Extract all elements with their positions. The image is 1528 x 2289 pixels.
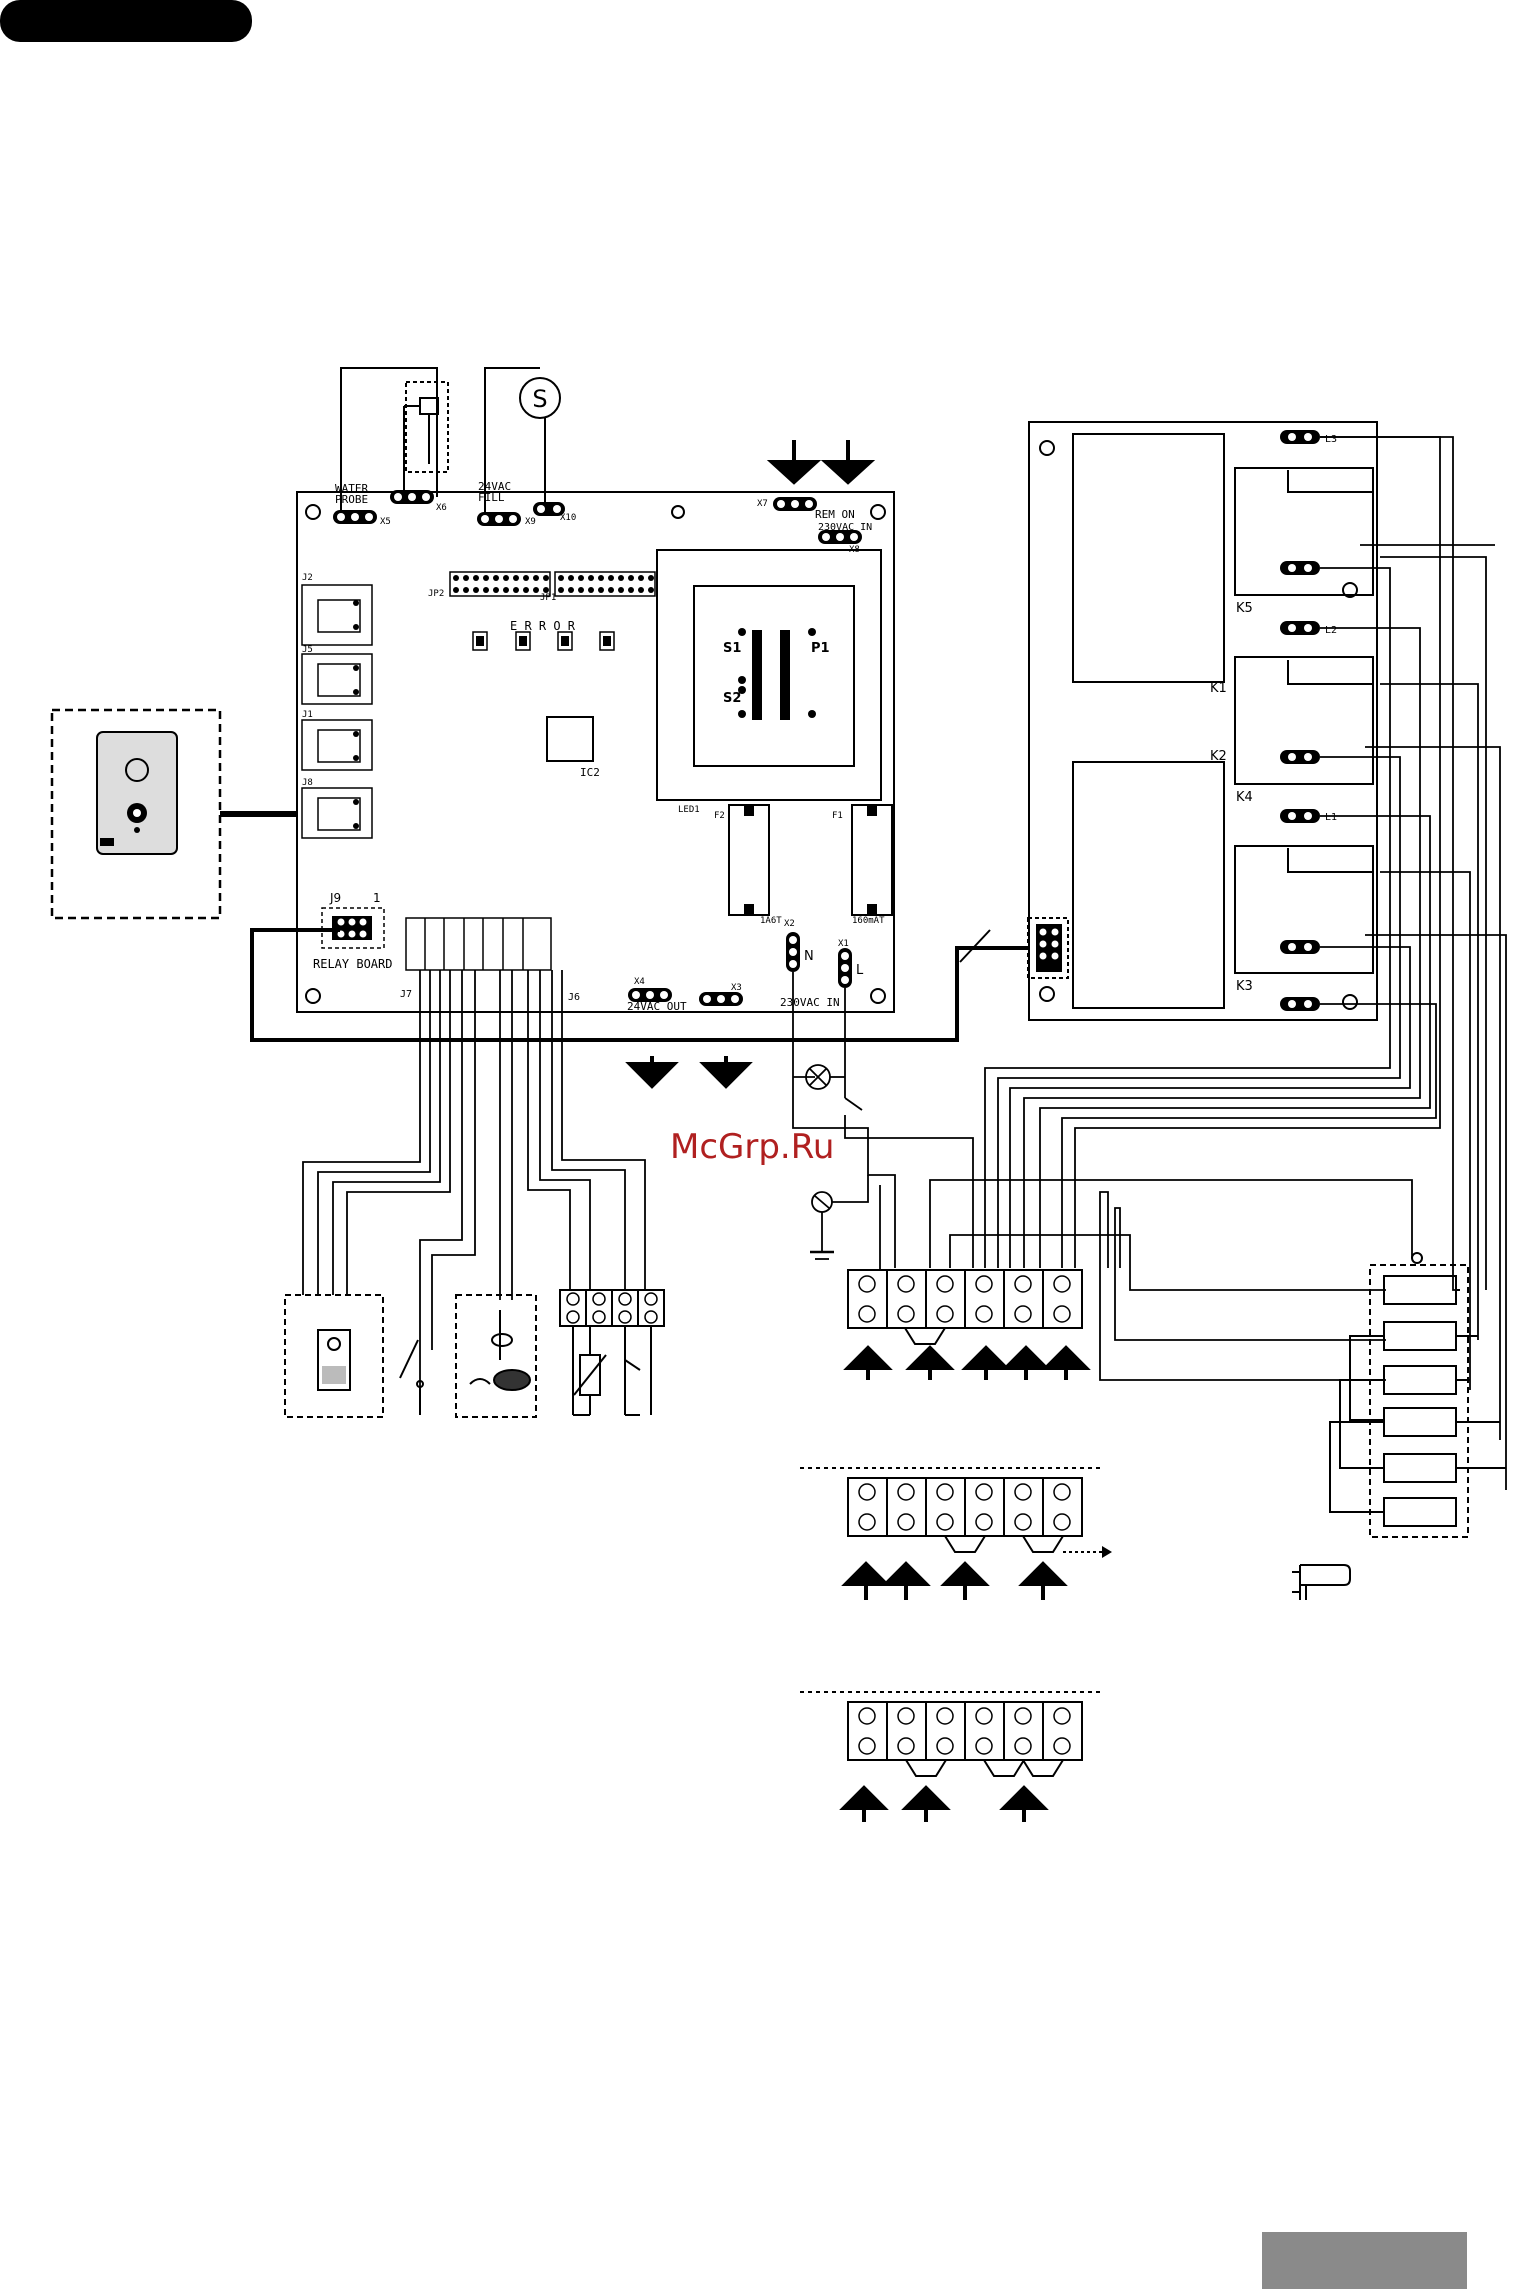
footer-tab [1262, 2232, 1467, 2289]
l2-label: L2 [1325, 625, 1337, 636]
s2-label: S2 [723, 691, 741, 706]
vac-out-label: 24VAC OUT [627, 1000, 687, 1013]
connector-x2 [786, 932, 800, 972]
rj-connector-j2 [302, 585, 372, 645]
connector-x7 [773, 497, 817, 511]
f1-label: F1 [832, 811, 843, 821]
connector-x6 [390, 490, 434, 504]
j5-label: J5 [302, 645, 313, 655]
relay-board [1028, 422, 1377, 1020]
terminal-block-small [560, 1290, 664, 1326]
error-label: E R R O R [510, 619, 576, 633]
j7-wiring [303, 970, 645, 1415]
heater-terminal-block [1330, 1253, 1506, 1537]
transformer [657, 550, 881, 800]
j8-label: J8 [302, 778, 313, 788]
s1-label: S1 [723, 641, 741, 656]
led1-label: LED1 [678, 805, 700, 815]
l1-label: L1 [1325, 812, 1337, 823]
jp2-label: JP2 [428, 589, 444, 599]
k4-label: K4 [1236, 790, 1253, 805]
relay-wiring [930, 437, 1506, 1490]
f2-label: F2 [714, 811, 725, 821]
k5-label: K5 [1236, 601, 1253, 616]
ic2-label: IC2 [580, 766, 600, 779]
jumper-header-jp1 [555, 572, 655, 596]
x5-label: X5 [380, 517, 391, 527]
fuse-f2-rating: 1A6T [760, 916, 782, 926]
terminal-strip-j7-j6 [406, 918, 551, 970]
heater-coil-module [456, 1295, 536, 1417]
display-module [285, 1295, 383, 1417]
rj-connector-j5 [302, 654, 372, 704]
j9-pin-label: 1 [373, 891, 381, 905]
x4-label: X4 [634, 977, 645, 987]
terminal-block-3 [848, 1702, 1082, 1776]
arrows-top [772, 440, 870, 482]
ic2-chip [547, 717, 593, 761]
x10-label: X10 [560, 513, 576, 523]
k1-label: K1 [1210, 681, 1227, 696]
connector-x1 [838, 948, 852, 988]
terminal-block-3-arrows [844, 1788, 1044, 1822]
heating-element-icon [1292, 1565, 1350, 1600]
k3-label: K3 [1236, 979, 1253, 994]
terminal-block-2-exit-arrow [1102, 1546, 1112, 1558]
terminal-block-2-arrows [846, 1564, 1063, 1600]
j1-label: J1 [302, 710, 313, 720]
relay-terminals [1036, 430, 1320, 1011]
connector-x8 [818, 530, 862, 544]
rj-connector-j8 [302, 788, 372, 838]
j9-label: J9 [329, 891, 341, 905]
terminal-block-1-arrows [848, 1348, 1086, 1380]
mains-wiring [793, 972, 973, 1270]
vac-in-bottom-label: 230VAC IN [780, 996, 840, 1009]
remote-control-unit [52, 710, 297, 918]
x1-label: X1 [838, 939, 849, 949]
j6-label: J6 [568, 992, 580, 1003]
thermistor [573, 1326, 651, 1415]
jp1-label: JP1 [540, 593, 556, 603]
x2-label: X2 [784, 919, 795, 929]
p1-label: P1 [811, 641, 830, 656]
solenoid-sign: S [532, 385, 547, 413]
j7-label: J7 [400, 989, 412, 1000]
rj-connector-j1 [302, 720, 372, 770]
controller-board: X5 X6 WATERPROBE 24VACFILL X9 X10 X7 REM… [297, 480, 894, 1013]
error-leds [473, 632, 614, 650]
jumper-header-jp2 [450, 572, 550, 596]
j2-label: J2 [302, 573, 313, 583]
arrows-bottom [630, 1056, 748, 1086]
x9-label: X9 [525, 517, 536, 527]
connector-x3 [699, 992, 743, 1006]
x3-label: X3 [731, 983, 742, 993]
x6-label: X6 [436, 503, 447, 513]
header-tab [0, 0, 252, 42]
fuse-f1 [852, 805, 892, 915]
fuse-f1-rating: 160mAT [852, 916, 885, 926]
relay-board-label: RELAY BOARD [313, 957, 392, 971]
fuse-f2 [729, 805, 769, 915]
l-label: L [856, 963, 864, 978]
connector-x9 [477, 512, 521, 526]
k2-label: K2 [1210, 749, 1227, 764]
watermark: McGrp.Ru [670, 1127, 834, 1167]
n-label: N [804, 949, 814, 964]
rem-on-label: REM ON [815, 508, 855, 521]
l3-label: L3 [1325, 434, 1337, 445]
x7-label: X7 [757, 499, 768, 509]
terminal-block-1 [848, 1270, 1082, 1344]
connector-x5 [333, 510, 377, 524]
